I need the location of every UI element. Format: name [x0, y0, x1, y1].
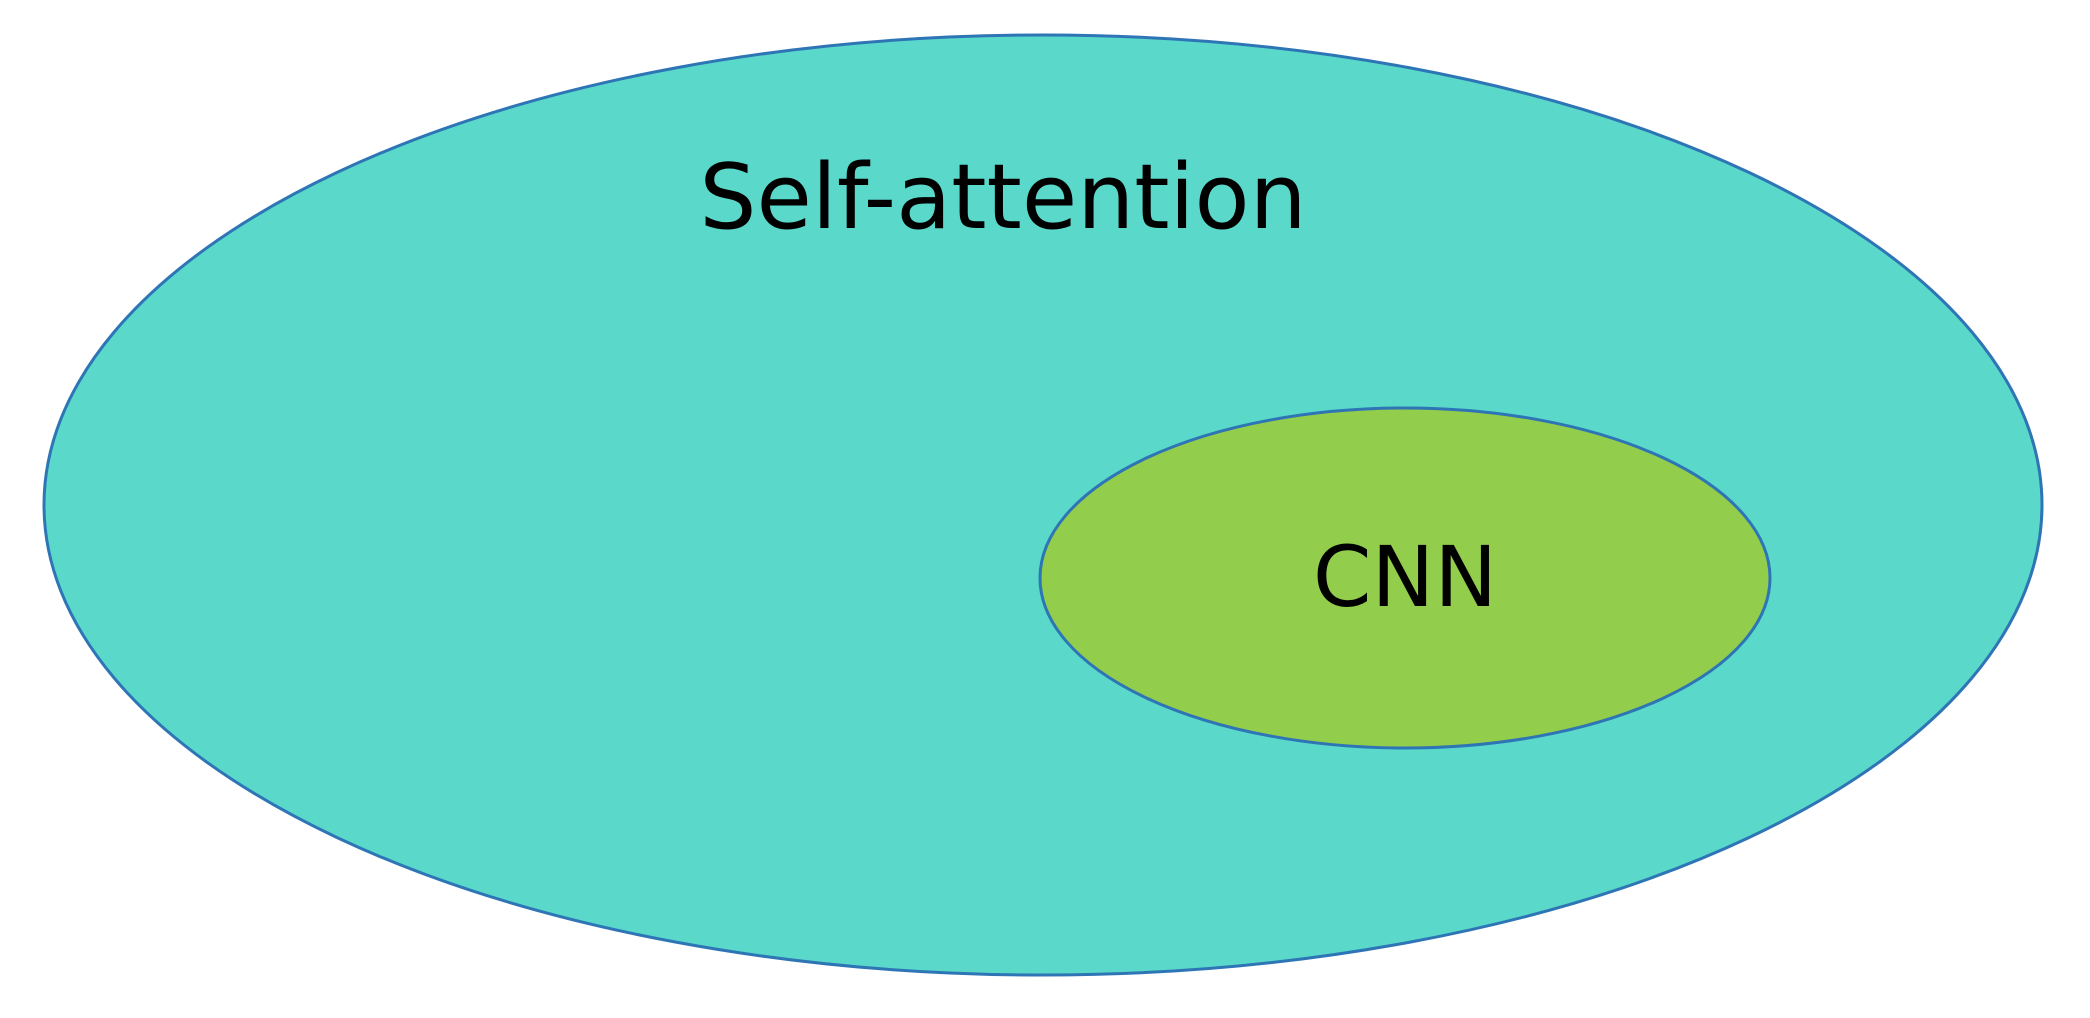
cnn-label: CNN	[1313, 528, 1497, 626]
self-attention-label: Self-attention	[699, 145, 1306, 250]
cnn-ellipse	[1038, 406, 1772, 750]
self-attention-ellipse	[42, 33, 2044, 977]
